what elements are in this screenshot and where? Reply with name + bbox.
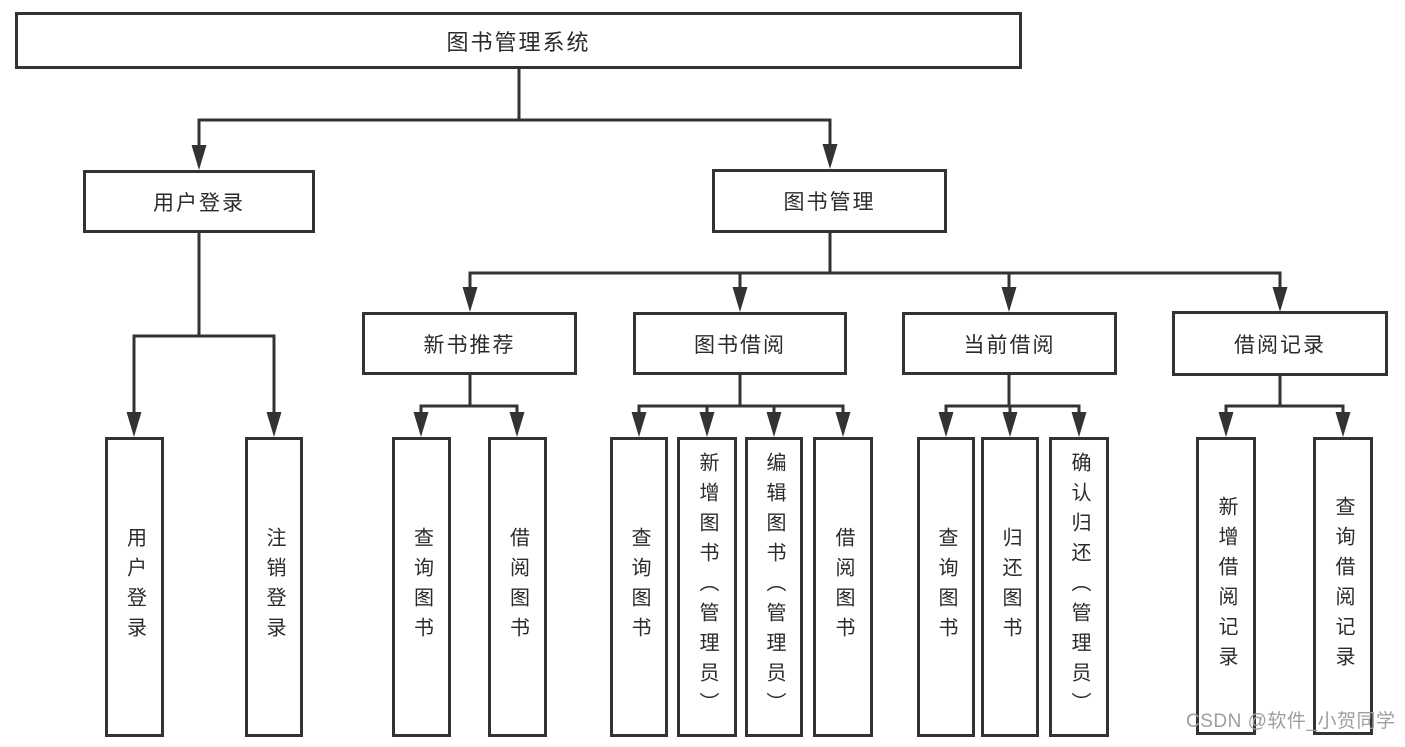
connector-book-borrow-to-leaves [631,373,851,437]
watermark: CSDN @软件_小贺同学 [1186,711,1396,732]
leaf-user-login: 用户登录 [105,437,164,737]
leaf-add-borrow-record: 新增借阅记录 [1196,437,1256,735]
connector-book-management-to-level3 [462,231,1288,312]
node-new-book-recommend: 新书推荐 [362,312,577,375]
leaf-add-book-admin: 新增图书（管理员） [677,437,737,737]
leaf-return-books: 归还图书 [981,437,1039,737]
connector-new-book-to-leaves [413,373,525,437]
node-borrow-records: 借阅记录 [1172,311,1388,376]
node-book-management: 图书管理 [712,169,947,233]
leaf-confirm-return-admin: 确认归还（管理员） [1049,437,1109,737]
connector-current-borrow-to-leaves [938,373,1087,437]
node-book-management-system: 图书管理系统 [15,12,1022,69]
leaf-borrow-books-recommend: 借阅图书 [488,437,547,737]
leaf-query-books-recommend: 查询图书 [392,437,451,737]
node-user-login: 用户登录 [83,170,315,233]
leaf-edit-book-admin: 编辑图书（管理员） [745,437,803,737]
node-book-borrow: 图书借阅 [633,312,847,375]
connector-user-login-to-leaves [126,231,282,437]
leaf-logout: 注销登录 [245,437,303,737]
leaf-query-borrow-record: 查询借阅记录 [1313,437,1373,735]
leaf-query-books-current: 查询图书 [917,437,975,737]
leaf-query-books-borrow: 查询图书 [610,437,668,737]
node-current-borrow: 当前借阅 [902,312,1117,375]
connector-borrow-records-to-leaves [1218,374,1351,437]
leaf-borrow-books: 借阅图书 [813,437,873,737]
connector-root-to-level2 [191,67,838,170]
